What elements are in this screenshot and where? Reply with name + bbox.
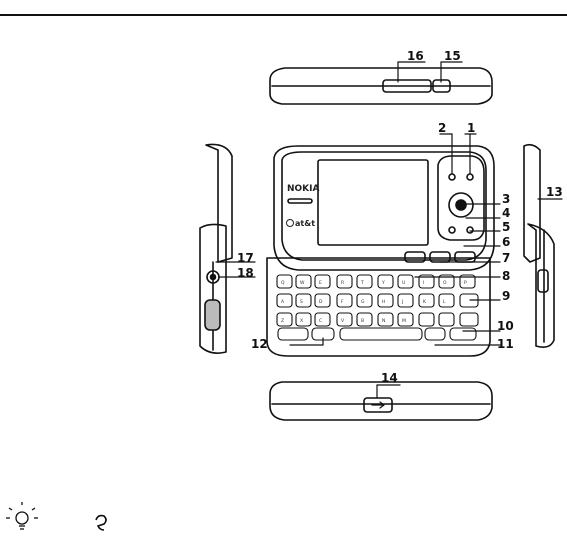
usb-port — [363, 397, 393, 413]
call-key[interactable] — [448, 226, 456, 234]
svg-text:I: I — [423, 280, 424, 286]
sym-key[interactable] — [449, 327, 477, 341]
callout-4: 4 — [502, 206, 510, 220]
callout-11: 11 — [497, 337, 514, 351]
svg-text:P: P — [464, 280, 467, 286]
callout-2: 2 — [438, 121, 446, 135]
shift-key-right[interactable] — [424, 327, 446, 341]
camera-key[interactable] — [537, 269, 549, 293]
right-selection-key[interactable] — [466, 173, 474, 181]
svg-text:H: H — [382, 299, 385, 305]
svg-text:E: E — [319, 280, 322, 286]
svg-text:F: F — [341, 299, 344, 305]
svg-text:C: C — [319, 318, 322, 324]
lightbulb-icon — [6, 502, 38, 530]
callout-12: 12 — [251, 337, 268, 351]
svg-text:T: T — [360, 280, 364, 286]
function-key[interactable] — [277, 327, 309, 341]
phone-right-side-view — [523, 143, 555, 348]
callout-5: 5 — [502, 220, 510, 234]
menu-key-icon — [95, 514, 107, 531]
svg-text:Q: Q — [281, 280, 285, 286]
nokia-logo: NOKIA — [287, 184, 320, 194]
callout-3: 3 — [502, 192, 510, 206]
svg-text:D: D — [319, 299, 323, 305]
key-labels: Q W E R T Y U I O P A S D F G H J K L Z … — [281, 280, 467, 324]
svg-text:R: R — [341, 280, 344, 286]
carrier-logo: at&t — [295, 219, 315, 228]
phone-left-side-view — [199, 143, 233, 354]
space-key[interactable] — [339, 327, 423, 341]
callout-15: 15 — [444, 49, 461, 63]
callout-9: 9 — [502, 289, 510, 303]
callout-13: 13 — [546, 185, 563, 199]
callout-8: 8 — [502, 269, 510, 283]
callout-18: 18 — [237, 266, 254, 280]
svg-text:M: M — [402, 318, 406, 324]
svg-text:S: S — [300, 299, 303, 305]
speaker-grille — [204, 299, 221, 331]
svg-text:Z: Z — [281, 318, 284, 324]
enter-key[interactable] — [459, 312, 479, 327]
svg-text:O: O — [443, 280, 447, 286]
svg-text:K: K — [423, 299, 427, 305]
callout-14: 14 — [381, 371, 398, 385]
svg-text:B: B — [361, 318, 364, 324]
callout-numbers: 16 15 2 1 3 4 5 6 7 8 9 10 11 12 13 14 1… — [237, 49, 563, 385]
svg-text:N: N — [382, 318, 385, 324]
left-selection-key[interactable] — [448, 173, 456, 181]
svg-text:U: U — [402, 280, 405, 286]
callout-1: 1 — [467, 121, 475, 135]
svg-text:L: L — [443, 299, 446, 305]
phone-top-view — [269, 67, 493, 105]
callout-17: 17 — [237, 251, 254, 265]
volume-key[interactable] — [382, 79, 432, 93]
svg-text:G: G — [361, 299, 365, 305]
navi-key[interactable] — [448, 192, 474, 218]
svg-text:A: A — [281, 299, 285, 305]
end-key[interactable] — [466, 226, 474, 234]
callout-6: 6 — [502, 235, 510, 249]
svg-text:Y: Y — [381, 280, 385, 286]
qwerty-keyboard — [276, 274, 479, 341]
svg-text:W: W — [300, 280, 305, 286]
callout-leaders — [215, 61, 563, 399]
svg-text:J: J — [401, 299, 403, 305]
top-rule — [0, 14, 567, 16]
callout-16: 16 — [407, 49, 424, 63]
callout-10: 10 — [497, 319, 514, 333]
svg-text:V: V — [341, 318, 345, 324]
svg-text:X: X — [300, 318, 303, 324]
phone-bottom-view — [269, 381, 493, 421]
carrier-globe-icon — [286, 219, 294, 227]
callout-7: 7 — [502, 251, 510, 265]
display-screen — [317, 159, 429, 246]
